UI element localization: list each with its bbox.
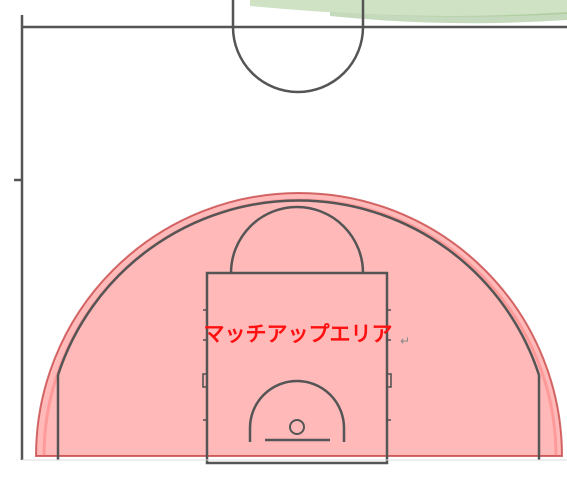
three-point-arc	[56, 199, 541, 376]
court-lines	[14, 0, 567, 465]
paragraph-mark-icon: ↵	[400, 334, 410, 348]
rim	[289, 419, 305, 435]
decorative-banner	[250, 0, 567, 17]
matchup-area-label: マッチアップエリア	[204, 322, 393, 346]
paint-key	[205, 271, 389, 465]
lane-block	[386, 373, 392, 388]
decorative-banner-shadow	[330, 12, 567, 24]
matchup-area-zone	[34, 192, 564, 457]
lane-block	[202, 373, 208, 388]
restricted-area-arc	[248, 379, 346, 442]
free-throw-circle	[229, 205, 365, 274]
matchup-area-text: マッチアップエリア	[204, 322, 393, 346]
lane-markings	[202, 309, 392, 421]
center-circle	[231, 0, 365, 94]
